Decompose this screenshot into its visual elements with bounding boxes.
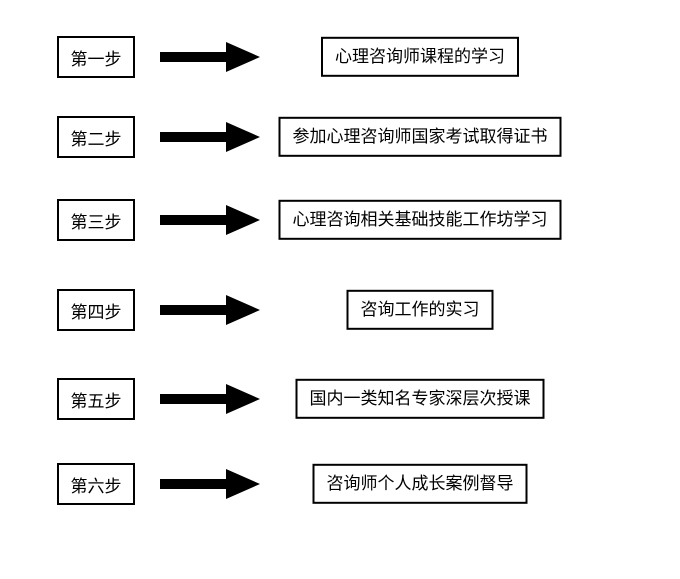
flow-row-5: 第五步 国内一类知名专家深层次授课 bbox=[0, 377, 680, 421]
right-arrow-icon bbox=[160, 205, 260, 235]
step-label: 第五步 bbox=[70, 391, 122, 411]
right-arrow-icon bbox=[160, 122, 260, 152]
step-label-box-5: 第五步 bbox=[57, 378, 135, 420]
step-description: 咨询师个人成长案例督导 bbox=[326, 473, 514, 493]
right-arrow-icon bbox=[160, 384, 260, 414]
flow-row-2: 第二步 参加心理咨询师国家考试取得证书 bbox=[0, 115, 680, 159]
flow-row-6: 第六步 咨询师个人成长案例督导 bbox=[0, 462, 680, 506]
step-label-box-6: 第六步 bbox=[57, 463, 135, 505]
right-arrow-icon bbox=[160, 295, 260, 325]
step-description-box-5: 国内一类知名专家深层次授课 bbox=[295, 378, 545, 420]
step-label-box-1: 第一步 bbox=[57, 36, 135, 78]
flow-row-1: 第一步 心理咨询师课程的学习 bbox=[0, 35, 680, 79]
step-description-box-3: 心理咨询相关基础技能工作坊学习 bbox=[278, 199, 562, 241]
step-description-box-4: 咨询工作的实习 bbox=[346, 289, 494, 331]
step-description-box-2: 参加心理咨询师国家考试取得证书 bbox=[278, 116, 562, 158]
step-label: 第二步 bbox=[70, 129, 122, 149]
flow-row-3: 第三步 心理咨询相关基础技能工作坊学习 bbox=[0, 198, 680, 242]
step-label-box-3: 第三步 bbox=[57, 199, 135, 241]
right-arrow-icon bbox=[160, 469, 260, 499]
step-description: 心理咨询师课程的学习 bbox=[335, 46, 505, 66]
step-description: 国内一类知名专家深层次授课 bbox=[309, 388, 531, 408]
step-description-box-1: 心理咨询师课程的学习 bbox=[321, 36, 519, 78]
step-label: 第六步 bbox=[70, 476, 122, 496]
step-description: 心理咨询相关基础技能工作坊学习 bbox=[292, 209, 548, 229]
step-label-box-2: 第二步 bbox=[57, 116, 135, 158]
flow-row-4: 第四步 咨询工作的实习 bbox=[0, 288, 680, 332]
step-description: 参加心理咨询师国家考试取得证书 bbox=[292, 126, 548, 146]
step-description-box-6: 咨询师个人成长案例督导 bbox=[312, 463, 528, 505]
step-label: 第一步 bbox=[70, 49, 122, 69]
step-label: 第四步 bbox=[70, 302, 122, 322]
step-label-box-4: 第四步 bbox=[57, 289, 135, 331]
step-description: 咨询工作的实习 bbox=[360, 299, 480, 319]
right-arrow-icon bbox=[160, 42, 260, 72]
step-label: 第三步 bbox=[70, 212, 122, 232]
